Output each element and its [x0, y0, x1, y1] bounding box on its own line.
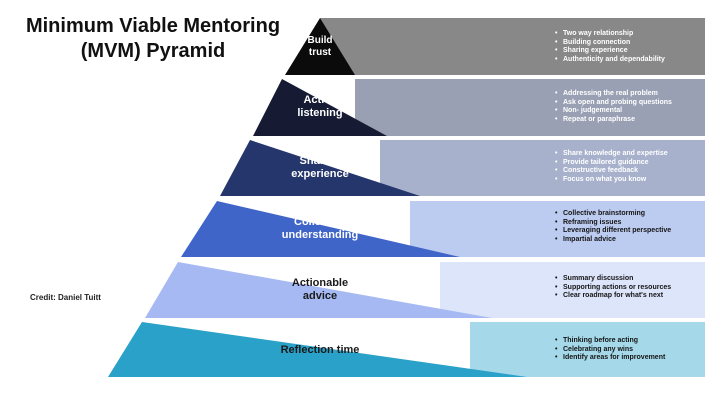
- list-item: Share knowledge and expertise: [553, 150, 668, 159]
- bullets-actionable-advice: Summary discussion Supporting actions or…: [553, 275, 671, 301]
- list-item: Addressing the real problem: [553, 90, 672, 99]
- list-item: Supporting actions or resources: [553, 284, 671, 293]
- bullets-sharing-experience: Share knowledge and expertise Provide ta…: [553, 150, 668, 184]
- tier-label-line: Actionable: [291, 277, 349, 289]
- list-item: Impartial advice: [553, 236, 671, 245]
- tier-active-listening: [253, 79, 387, 136]
- tier-label-active-listening: Active listening: [240, 94, 400, 120]
- tier-collective-understanding: [181, 201, 460, 257]
- tier-reflection-time: [108, 322, 527, 377]
- tier-label-line: Build: [307, 35, 333, 46]
- bullets-reflection-time: Thinking before acting Celebrating any w…: [553, 337, 665, 363]
- list-item: Identify areas for improvement: [553, 354, 665, 363]
- list-item: Repeat or paraphrase: [553, 116, 672, 125]
- list-item: Clear roadmap for what's next: [553, 292, 671, 301]
- list-item: Constructive feedback: [553, 167, 668, 176]
- list-item: Provide tailored guidance: [553, 159, 668, 168]
- title-line-2: (MVM) Pyramid: [80, 40, 226, 62]
- tier-label-sharing-experience: Sharing experience: [240, 155, 400, 181]
- tier-label-line: Sharing: [299, 155, 341, 167]
- diagram-title: Minimum Viable Mentoring (MVM) Pyramid: [18, 14, 288, 64]
- bullets-collective-understanding: Collective brainstorming Reframing issue…: [553, 210, 671, 244]
- list-item: Summary discussion: [553, 275, 671, 284]
- list-item: Sharing experience: [553, 47, 665, 56]
- list-item: Reframing issues: [553, 219, 671, 228]
- tier-label-collective-understanding: Collective understanding: [240, 216, 400, 242]
- bullets-active-listening: Addressing the real problem Ask open and…: [553, 90, 672, 124]
- tier-actionable-advice: [145, 262, 492, 318]
- tier-label-line: understanding: [281, 229, 359, 241]
- list-item: Leveraging different perspective: [553, 227, 671, 236]
- tier-label-build-trust: Build trust: [240, 35, 400, 59]
- list-item: Building connection: [553, 39, 665, 48]
- tier-label-line: Active: [303, 94, 337, 106]
- list-item: Collective brainstorming: [553, 210, 671, 219]
- tier-label-actionable-advice: Actionable advice: [240, 277, 400, 303]
- tier-label-reflection-time: Reflection time: [240, 344, 400, 357]
- list-item: Celebrating any wins: [553, 346, 665, 355]
- tier-label-line: listening: [297, 107, 343, 119]
- list-item: Non- judgemental: [553, 107, 672, 116]
- credit-text: Credit: Daniel Tuitt: [30, 293, 101, 302]
- tier-label-line: trust: [308, 47, 332, 58]
- tier-label-line: advice: [302, 290, 338, 302]
- list-item: Focus on what you know: [553, 176, 668, 185]
- title-line-1: Minimum Viable Mentoring: [25, 15, 281, 37]
- list-item: Thinking before acting: [553, 337, 665, 346]
- tier-sharing-experience: [220, 140, 420, 196]
- list-item: Ask open and probing questions: [553, 99, 672, 108]
- tier-label-line: Reflection time: [280, 344, 360, 356]
- bullets-build-trust: Two way relationship Building connection…: [553, 30, 665, 64]
- tier-build-trust: [285, 18, 355, 75]
- list-item: Authenticity and dependability: [553, 56, 665, 65]
- tier-label-line: experience: [291, 168, 349, 180]
- list-item: Two way relationship: [553, 30, 665, 39]
- tier-label-line: Collective: [294, 216, 346, 228]
